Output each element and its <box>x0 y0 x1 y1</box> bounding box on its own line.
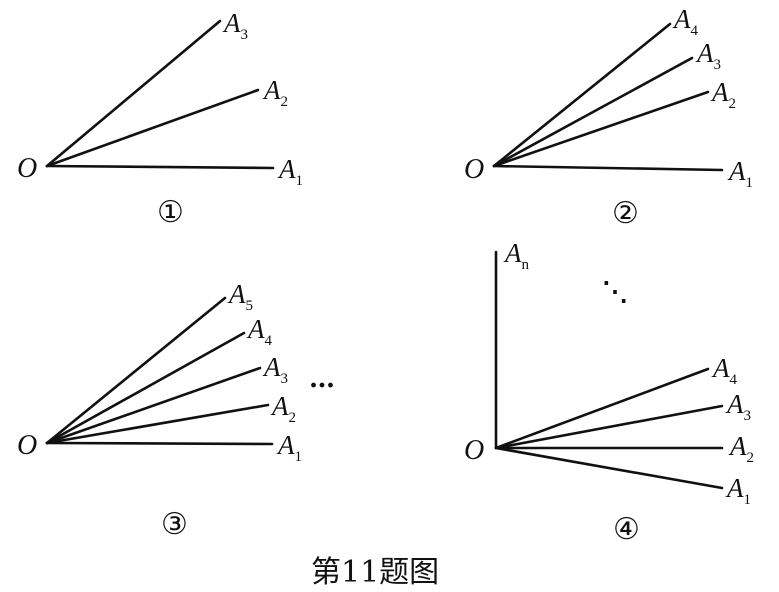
figure-caption: 第11题图 <box>311 555 439 590</box>
point-label-a4: A4 <box>672 4 699 39</box>
panel-2: O A1 A2 A3 A4 ② <box>464 4 753 231</box>
continuation-ellipsis: … <box>309 364 335 394</box>
point-label-a3: A3 <box>222 8 248 43</box>
origin-label: O <box>464 435 484 466</box>
panel-4: O A1 A2 A3 A4 An ⋱ ④ <box>464 238 754 547</box>
ray-oa2 <box>45 403 270 445</box>
point-label-a4: A4 <box>711 353 738 388</box>
point-label-a4: A4 <box>246 314 273 349</box>
point-label-a1: A1 <box>727 156 753 191</box>
ray-oa1 <box>45 164 275 170</box>
ray-oa4 <box>45 331 246 445</box>
point-label-an: An <box>503 238 530 273</box>
ray-oa4 <box>494 367 710 450</box>
ray-oa3 <box>45 19 222 168</box>
panel-number: ④ <box>613 512 640 547</box>
point-label-a5: A5 <box>227 279 253 314</box>
point-label-a2: A2 <box>262 75 288 110</box>
origin-label: O <box>17 153 37 184</box>
point-label-a3: A3 <box>262 352 288 387</box>
panel-3: O A1 A2 A3 A4 A5 … ③ <box>17 279 335 542</box>
origin-label: O <box>464 154 484 185</box>
ray-oa3 <box>45 366 262 445</box>
continuation-ellipsis: ⋱ <box>602 277 628 307</box>
panel-1: O A1 A2 A3 ① <box>17 8 303 230</box>
origin-label: O <box>17 430 37 461</box>
ray-oa1 <box>494 446 724 490</box>
ray-oa3 <box>494 404 724 450</box>
point-label-a2: A2 <box>270 391 296 426</box>
point-label-a2: A2 <box>728 431 754 466</box>
panel-number: ② <box>612 196 639 231</box>
ray-oa5 <box>45 296 227 445</box>
ray-oa2 <box>492 90 710 168</box>
point-label-a3: A3 <box>695 38 721 73</box>
point-label-a3: A3 <box>725 389 751 424</box>
ray-oa1 <box>492 164 724 172</box>
point-label-a2: A2 <box>710 77 736 112</box>
ray-oa4 <box>492 22 672 168</box>
panel-number: ③ <box>161 507 188 542</box>
ray-oa1 <box>45 441 274 446</box>
ray-oa2 <box>45 88 260 168</box>
point-label-a1: A1 <box>725 473 751 508</box>
point-label-a1: A1 <box>277 154 303 189</box>
ray-oa3 <box>492 56 694 168</box>
point-label-a1: A1 <box>276 430 302 465</box>
panel-number: ① <box>157 195 184 230</box>
